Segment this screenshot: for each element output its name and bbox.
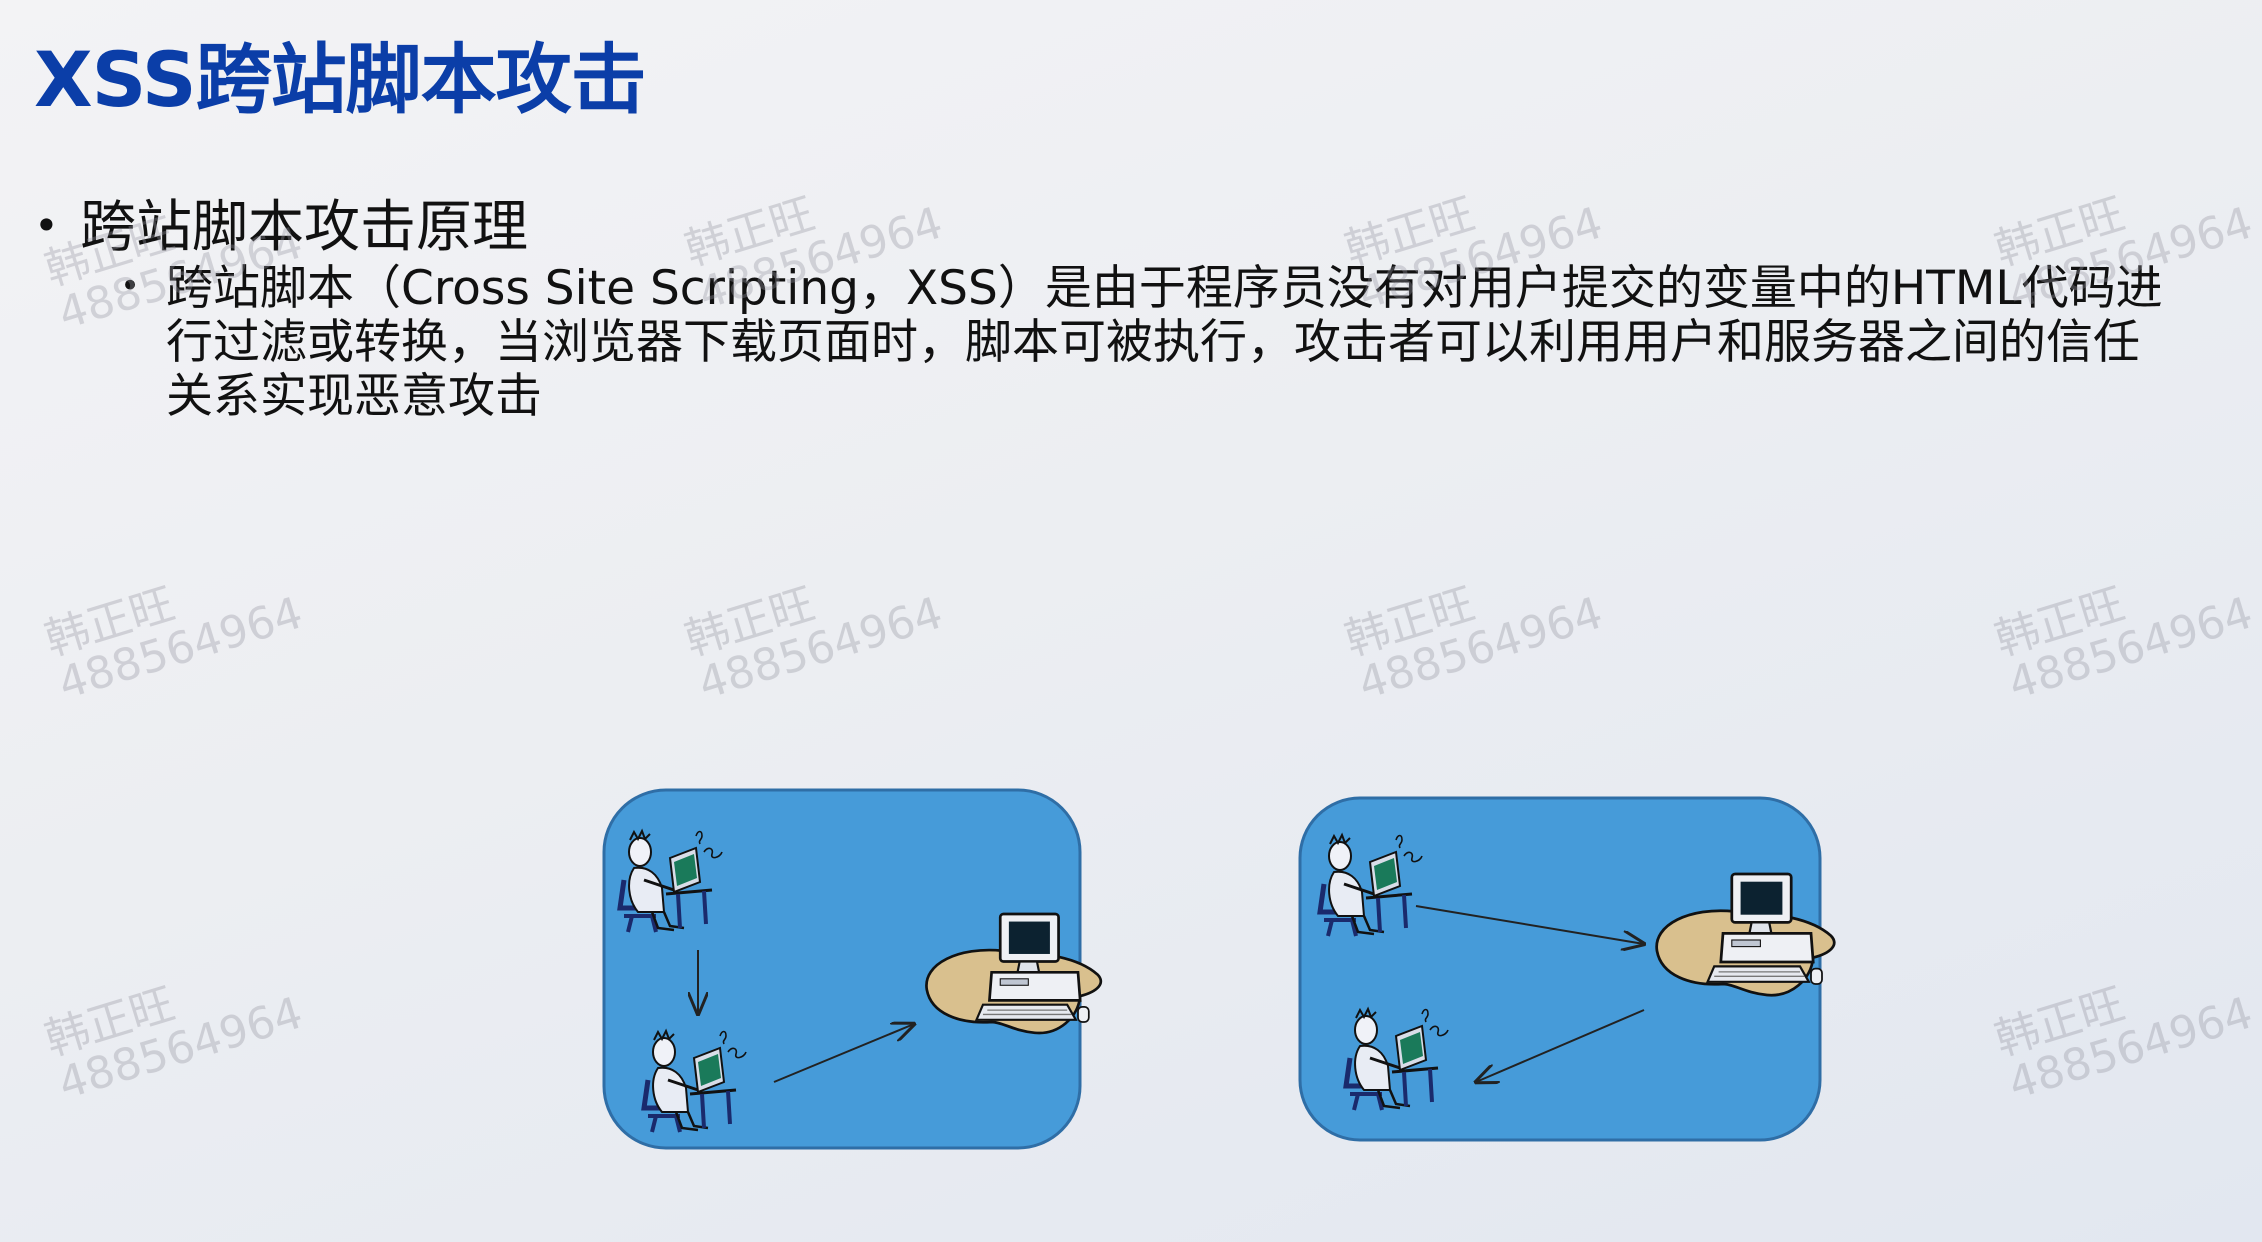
definition-line-1: 跨站脚本（Cross Site Scripting，XSS）是由于程序员没有对用… — [166, 261, 2163, 316]
diagram-left — [602, 788, 1103, 1150]
diagram-right — [1298, 796, 1836, 1142]
bullet-dot: • — [120, 266, 141, 306]
arrow-user-to-server — [1415, 905, 1644, 944]
definition-line-3: 关系实现恶意攻击 — [166, 369, 542, 424]
bullet-principle: • 跨站脚本攻击原理 — [34, 182, 528, 263]
arrow-user-to-server — [773, 1024, 914, 1083]
definition-line-2: 行过滤或转换，当浏览器下载页面时，脚本可被执行，攻击者可以利用用户和服务器之间的… — [166, 315, 2140, 370]
bullet-dot: • — [34, 201, 59, 250]
slide-title: XSS跨站脚本攻击 — [34, 35, 647, 124]
arrow-server-to-user — [1476, 1009, 1645, 1082]
bullet-principle-text: 跨站脚本攻击原理 — [80, 195, 528, 260]
